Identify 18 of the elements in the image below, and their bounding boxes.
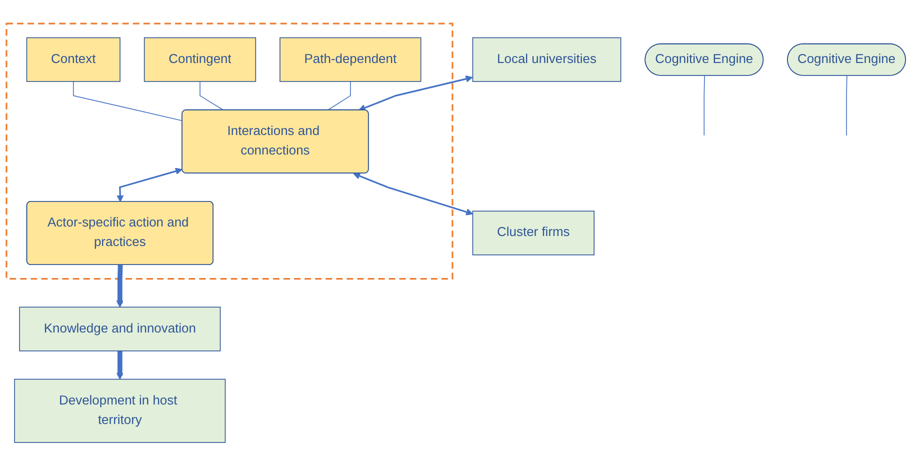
node-box: Contingent [144,37,256,82]
connector [704,75,705,136]
connector [200,81,224,111]
cluster [6,22,454,280]
arrow [116,168,182,202]
connector [72,81,183,122]
arrow [116,350,124,380]
node-box: Cluster firms [472,210,594,256]
arrow [353,172,474,216]
node-box: Path-dependent [280,37,422,82]
node-box: Knowledge and innovation [19,306,221,352]
node-box: Context [26,37,120,82]
arrow [116,264,124,308]
connector [327,81,351,111]
node-box: Development in host territory [14,378,226,443]
node-box: Local universities [472,37,622,82]
connector [846,75,848,136]
arrow [358,75,473,112]
